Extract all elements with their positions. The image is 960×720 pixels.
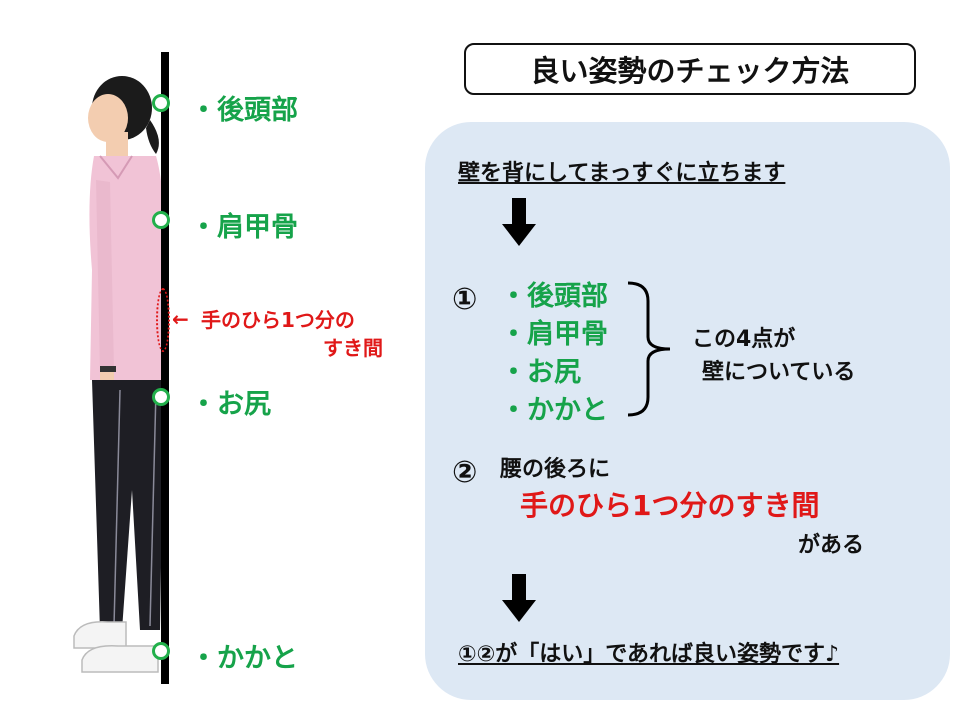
arrow-down-icon	[502, 198, 536, 246]
wall-line	[161, 52, 169, 684]
gap-note-line2: すき間	[323, 336, 383, 360]
check2-number: ②	[452, 455, 478, 490]
person-illustration	[73, 76, 165, 673]
right-brace-icon	[627, 281, 671, 417]
contact-marker-shoulder	[152, 211, 170, 229]
contact-marker-head	[152, 94, 170, 112]
label-heel: ・かかと	[190, 643, 298, 674]
check1-item-head: ・後頭部	[500, 281, 608, 312]
check1-number: ①	[452, 282, 478, 317]
gap-note-line1: 手のひら1つ分の	[201, 308, 355, 332]
conclusion-text: ①②が「はい」であれば良い姿勢です♪	[458, 642, 840, 667]
page-title: 良い姿勢のチェック方法	[464, 43, 916, 95]
contact-marker-hip	[152, 388, 170, 406]
lumbar-gap-ellipse	[156, 288, 170, 352]
label-head: ・後頭部	[190, 95, 298, 126]
gap-arrow-icon: ←	[172, 307, 189, 331]
check1-item-hip: ・お尻	[500, 357, 581, 388]
check1-item-heel: ・かかと	[500, 395, 608, 426]
check1-item-shoulder: ・肩甲骨	[500, 319, 608, 350]
label-hip: ・お尻	[190, 389, 271, 420]
check2-line3: がある	[798, 533, 865, 558]
check2-line1: 腰の後ろに	[500, 457, 611, 482]
check1-note-line2: 壁についている	[702, 360, 856, 385]
contact-marker-heel	[152, 642, 170, 660]
intro-instruction: 壁を背にしてまっすぐに立ちます	[458, 161, 786, 186]
arrow-down-icon-2	[502, 574, 536, 622]
label-shoulder: ・肩甲骨	[190, 212, 298, 243]
check1-note-line1: この4点が	[692, 327, 796, 352]
check2-emphasis: 手のひら1つ分のすき間	[520, 489, 820, 522]
